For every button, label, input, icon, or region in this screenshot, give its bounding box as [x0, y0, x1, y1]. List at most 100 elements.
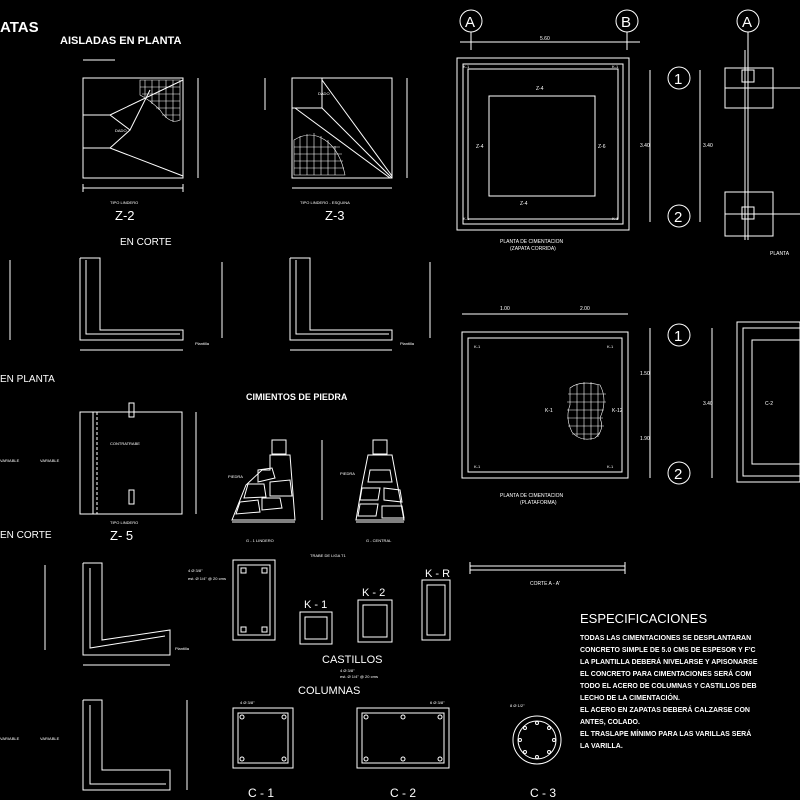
- z5-corte-plantilla: Plantilla: [175, 646, 190, 651]
- svg-text:EL ACERO EN ZAPATAS DEBERÁ CAL: EL ACERO EN ZAPATAS DEBERÁ CALZARSE CON: [580, 705, 750, 714]
- g1-label: G - 1 LINDERO: [246, 538, 274, 543]
- z5-variable-left: VARIABLE: [0, 458, 20, 463]
- trabe-spec: 4 Ø 3/8": [188, 568, 203, 573]
- svg-text:TODAS LAS CIMENTACIONES SE DES: TODAS LAS CIMENTACIONES SE DESPLANTARAN: [580, 635, 751, 642]
- plan-right-bottom: C-2: [736, 321, 800, 483]
- aisladas-title: AISLADAS EN PLANTA: [60, 35, 181, 47]
- c2-label: C - 2: [390, 786, 416, 800]
- plan1-sub: (ZAPATA CORRIDA): [510, 246, 556, 252]
- columnas-title: COLUMNAS: [298, 685, 360, 697]
- k1-section: [299, 611, 333, 645]
- k2-label: K - 2: [362, 587, 385, 599]
- z5-variable: VARIABLE: [40, 458, 60, 463]
- svg-text:A: A: [742, 14, 752, 31]
- cimiento-gcentral: PIEDRA G - CENTRAL: [340, 439, 405, 543]
- z5-tipo-label: TIPO LINDERO: [110, 520, 138, 525]
- dim-100: 1.00: [500, 306, 510, 312]
- cimiento-g1: PIEDRA G - 1 LINDERO: [228, 439, 296, 543]
- plan-plataforma: K-1 K-1 K-1 K-1 K-1 K-12: [461, 331, 629, 479]
- plan2-sub: (PLATAFORMA): [520, 500, 557, 506]
- k1-label: K - 1: [304, 599, 327, 611]
- svg-text:Z-4: Z-4: [476, 144, 484, 150]
- c3-section: 8 Ø 1/2": [510, 703, 562, 765]
- svg-text:K-1: K-1: [545, 408, 553, 414]
- svg-text:LA PLANTILLA DEBERÁ NIVELARSE: LA PLANTILLA DEBERÁ NIVELARSE Y APISONAR…: [580, 657, 758, 666]
- z3-label: Z-3: [325, 208, 345, 223]
- svg-text:ANTES, COLADO.: ANTES, COLADO.: [580, 719, 640, 726]
- trabe-section: 4 Ø 3/8" est. Ø 1/4" @ 20 cms: [188, 559, 276, 641]
- z2-plan: DADO TIPO LINDERO: [82, 59, 199, 205]
- z5-label: Z- 5: [110, 528, 133, 543]
- dim-150: 1.50: [640, 371, 650, 377]
- z2-tipo-label: TIPO LINDERO: [110, 200, 138, 205]
- corte-z3: Plantilla: [289, 257, 431, 351]
- corte-z2: Plantilla: [9, 257, 223, 351]
- c1-spec: 4 Ø 3/8": [240, 700, 255, 705]
- castillos-est: est. Ø 1/4" @ 20 cms: [340, 674, 378, 679]
- plan3-title: PLANTA: [770, 251, 790, 257]
- svg-text:B: B: [621, 14, 631, 31]
- castillos-spec: 4 Ø 3/8": [340, 668, 355, 673]
- z3-plantilla: Plantilla: [400, 341, 415, 346]
- en-corte-title-2: EN CORTE: [0, 530, 52, 541]
- svg-text:Z-4: Z-4: [536, 86, 544, 92]
- z2-label: Z-2: [115, 208, 135, 223]
- axis-2-marker: 2: [667, 204, 691, 228]
- specs-list: TODAS LAS CIMENTACIONES SE DESPLANTARAN …: [580, 635, 758, 750]
- corte-lower-2: VARIABLE VARIABLE: [0, 699, 188, 791]
- c2-spec: 6 Ø 3/8": [430, 700, 445, 705]
- svg-text:2: 2: [674, 466, 682, 483]
- z5-plan: CONTRATRABE VARIABLE VARIABLE TIPO LINDE…: [0, 402, 197, 525]
- svg-text:Z-4: Z-4: [520, 201, 528, 207]
- axis-1b-marker: 1: [667, 323, 691, 347]
- svg-text:K-1: K-1: [463, 216, 470, 221]
- g1-piedra: PIEDRA: [228, 474, 243, 479]
- axis-1-marker: 1: [667, 66, 691, 90]
- dim-340b: 3.40: [703, 143, 713, 149]
- svg-text:CONCRETO SIMPLE DE 5.0 CMS DE: CONCRETO SIMPLE DE 5.0 CMS DE ESPESOR Y …: [580, 647, 756, 654]
- kr-section: [421, 579, 451, 641]
- dim-560: 5.60: [540, 36, 550, 42]
- svg-text:LECHO DE LA CIMENTACIÓN.: LECHO DE LA CIMENTACIÓN.: [580, 693, 680, 702]
- svg-text:K-1: K-1: [474, 464, 481, 469]
- svg-text:K-1: K-1: [607, 344, 614, 349]
- svg-text:K-1: K-1: [612, 64, 619, 69]
- c3-spec: 8 Ø 1/2": [510, 703, 525, 708]
- z3-dado-label: DADO: [318, 91, 330, 96]
- c2-section: 6 Ø 3/8": [356, 700, 450, 769]
- k2-section: [357, 599, 393, 643]
- dim-340: 3.40: [640, 143, 650, 149]
- z3-tipo-label: TIPO LINDERO - ESQUINA: [300, 200, 350, 205]
- svg-text:1: 1: [674, 71, 682, 88]
- gc-label: G - CENTRAL: [366, 538, 392, 543]
- axis-a-marker: A: [459, 9, 483, 50]
- en-planta-title: EN PLANTA: [0, 374, 55, 385]
- plan2-title: PLANTA DE CIMENTACION: [500, 493, 564, 499]
- castillos-title: CASTILLOS: [322, 654, 383, 666]
- svg-text:TODO EL ACERO DE COLUMNAS Y CA: TODO EL ACERO DE COLUMNAS Y CASTILLOS DE…: [580, 683, 757, 690]
- svg-text:LA VARILLA.: LA VARILLA.: [580, 743, 623, 750]
- svg-text:K-1: K-1: [474, 344, 481, 349]
- z3-plan: DADO TIPO LINDERO - ESQUINA: [264, 77, 408, 205]
- svg-text:K-1: K-1: [612, 216, 619, 221]
- svg-text:K-1: K-1: [607, 464, 614, 469]
- trabe-est: est. Ø 1/4" @ 20 cms: [188, 576, 226, 581]
- trabe-label: TRABE DE LIGA T1: [310, 553, 346, 558]
- dim-200: 2.00: [580, 306, 590, 312]
- axis-b-marker: B: [615, 9, 639, 50]
- corte-z5: Plantilla: [44, 562, 190, 666]
- z5-contratrabe: CONTRATRABE: [110, 441, 140, 446]
- svg-text:C-2: C-2: [765, 401, 773, 407]
- lower-variable-left: VARIABLE: [0, 736, 20, 741]
- dim-190: 1.90: [640, 436, 650, 442]
- specs-title: ESPECIFICACIONES: [580, 611, 707, 626]
- svg-text:A: A: [465, 14, 475, 31]
- c3-label: C - 3: [530, 786, 556, 800]
- cimientos-title: CIMIENTOS DE PIEDRA: [246, 392, 348, 402]
- z2-dado-label: DADO: [115, 128, 127, 133]
- svg-text:K-1: K-1: [463, 64, 470, 69]
- plan-right-top: [724, 50, 800, 240]
- plan-zapata-corrida: Z-4 Z-4 Z-4 Z-6 K-1 K-1 K-1 K-1: [456, 57, 630, 231]
- svg-text:2: 2: [674, 209, 682, 226]
